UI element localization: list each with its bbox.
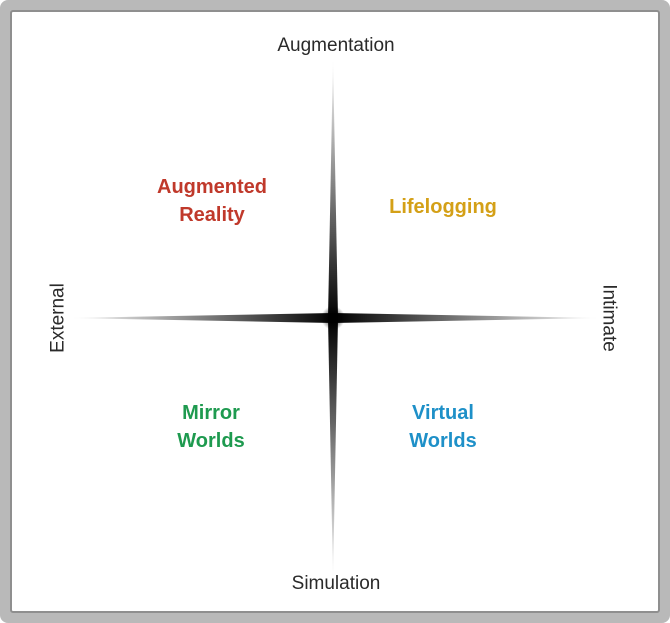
quadrant-label-line: Augmented: [157, 176, 267, 198]
quadrant-augmented-reality: Augmented Reality: [157, 173, 267, 229]
quadrant-mirror-worlds: Mirror Worlds: [177, 399, 244, 455]
axis-origin: [321, 306, 345, 330]
quadrant-label-line: Worlds: [177, 430, 245, 452]
quadrant-label-line: Virtual: [412, 402, 474, 424]
quadrant-label-line: Worlds: [409, 430, 477, 452]
quadrant-label-line: Mirror: [182, 402, 240, 424]
axis-label-left: External: [47, 283, 69, 353]
axis-label-right: Intimate: [598, 284, 620, 352]
quadrant-virtual-worlds: Virtual Worlds: [409, 399, 476, 455]
quadrant-label-line: Lifelogging: [389, 196, 497, 218]
axis-label-top: Augmentation: [277, 35, 395, 56]
quadrant-lifelogging: Lifelogging: [389, 193, 497, 221]
quadrant-label-line: Reality: [179, 204, 245, 226]
axis-label-bottom: Simulation: [291, 573, 381, 594]
